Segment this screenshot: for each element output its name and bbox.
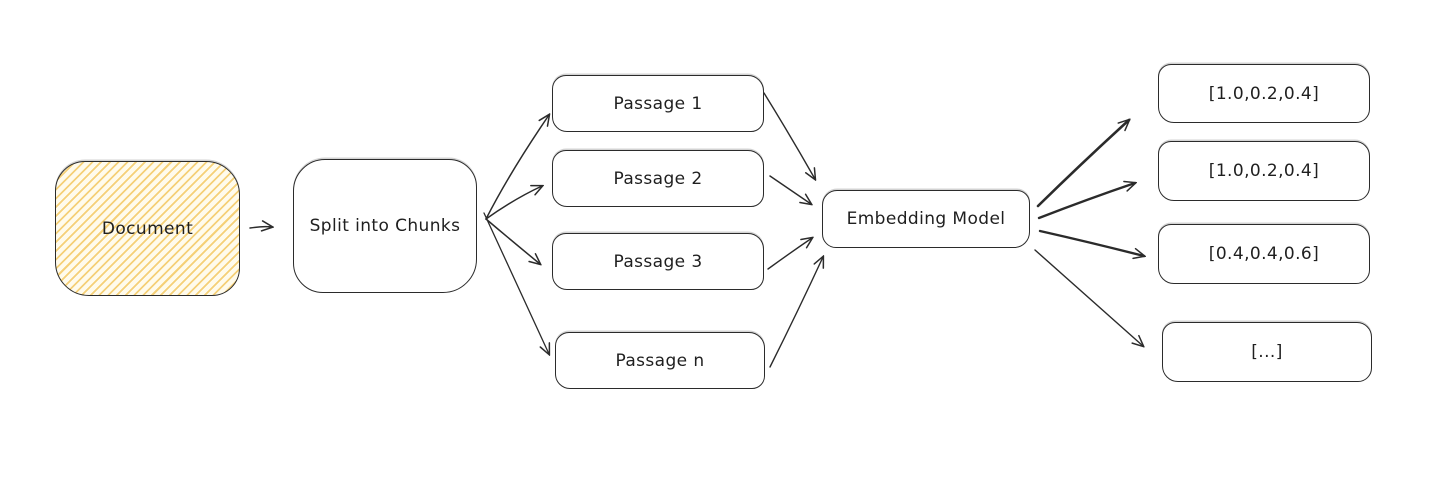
arrow-passage-n-to-embedding [769, 257, 823, 368]
node-passage-3-label: Passage 3 [613, 251, 703, 272]
node-vector-3: [0.4,0.4,0.6] [1158, 224, 1370, 284]
node-vector-2: [1.0,0.2,0.4] [1158, 141, 1370, 201]
arrow-embedding-to-vector-2 [1037, 183, 1135, 220]
arrow-document-to-split [249, 227, 272, 228]
arrow-passage-1-to-embedding [763, 92, 815, 179]
arrow-split-to-passage-3 [485, 218, 540, 264]
arrow-passage-3-to-embedding [767, 238, 812, 270]
node-vector-3-label: [0.4,0.4,0.6] [1208, 244, 1320, 264]
node-embedding-model: Embedding Model [822, 190, 1030, 248]
node-passage-n: Passage n [555, 332, 765, 389]
node-vector-1-label: [1.0,0.2,0.4] [1208, 83, 1320, 104]
node-vector-4-label: [...] [1251, 342, 1283, 362]
node-document: Document [55, 161, 240, 296]
node-passage-1-label: Passage 1 [613, 93, 703, 114]
node-split-into-chunks: Split into Chunks [293, 159, 477, 293]
arrow-embedding-to-vector-1 [1036, 120, 1129, 208]
node-document-label: Document [101, 218, 194, 239]
node-vector-2-label: [1.0,0.2,0.4] [1208, 161, 1320, 181]
node-vector-4: [...] [1162, 322, 1372, 382]
arrow-passage-2-to-embedding [769, 175, 811, 204]
node-passage-1: Passage 1 [552, 75, 764, 132]
arrow-split-to-passage-1 [485, 115, 549, 220]
node-vector-1: [1.0,0.2,0.4] [1158, 64, 1370, 123]
arrow-embedding-to-vector-3 [1038, 229, 1144, 256]
node-passage-n-label: Passage n [615, 350, 705, 371]
node-embedding-label: Embedding Model [846, 209, 1006, 229]
node-passage-3: Passage 3 [552, 233, 764, 290]
node-passage-2-label: Passage 2 [613, 168, 703, 189]
arrow-split-to-passage-n [483, 212, 549, 354]
node-split-label: Split into Chunks [309, 216, 461, 236]
arrow-embedding-to-vector-4 [1034, 249, 1143, 346]
node-passage-2: Passage 2 [552, 150, 764, 207]
arrow-split-to-passage-2 [485, 186, 542, 220]
